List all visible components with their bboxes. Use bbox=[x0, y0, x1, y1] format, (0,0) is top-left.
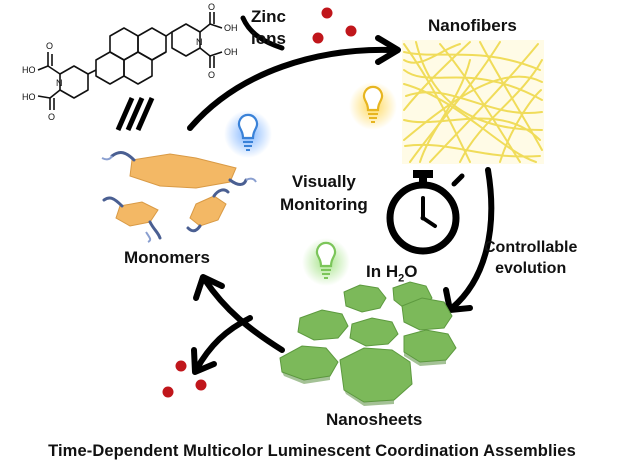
lightbulb-blue-icon bbox=[224, 110, 272, 158]
monomers-label: Monomers bbox=[124, 248, 210, 267]
atom-o-left-top: O bbox=[46, 41, 53, 51]
zinc-ions-released bbox=[162, 360, 207, 398]
visually-monitoring-label: Visually Monitoring bbox=[280, 170, 368, 216]
zinc-ions-top bbox=[312, 7, 357, 44]
monomer-large bbox=[101, 151, 257, 189]
zinc-label-line2: ions bbox=[251, 29, 286, 48]
arrow-zinc-sweep bbox=[240, 15, 285, 51]
in-water-label: In H2O bbox=[366, 262, 417, 284]
atom-oh-left-top: HO bbox=[22, 65, 36, 75]
stopwatch-icon bbox=[386, 170, 465, 255]
triple-bar-equilibrium-icon bbox=[115, 96, 155, 132]
nanosheets-label: Nanosheets bbox=[326, 410, 423, 429]
zinc-ions-label: Zinc ions bbox=[251, 6, 286, 50]
controllable-evolution-label: Controllable evolution bbox=[484, 237, 577, 279]
nanosheets-shadow bbox=[282, 352, 446, 406]
atom-oh-right-bottom: OH bbox=[224, 47, 238, 57]
atom-o-right-bottom: O bbox=[208, 70, 215, 80]
controllable-line2: evolution bbox=[495, 260, 567, 277]
nanosheets bbox=[279, 281, 457, 403]
atom-n-right: N bbox=[196, 37, 203, 47]
atom-o-left-bottom: O bbox=[48, 112, 55, 122]
ligand-atom-labels: HO O N HO O O OH N O OH bbox=[22, 2, 238, 122]
arrow-monomers-to-nanofibers bbox=[187, 46, 395, 131]
in-water-subscript: 2 bbox=[398, 272, 405, 285]
arrow-release-zinc bbox=[193, 315, 253, 373]
in-water-suffix: O bbox=[404, 262, 418, 281]
lightbulb-green-icon bbox=[302, 238, 350, 286]
atom-oh-left-bottom: HO bbox=[22, 92, 36, 102]
in-water-prefix: In H bbox=[366, 262, 399, 281]
nanofibers-mesh bbox=[402, 40, 544, 164]
monomers-graphic bbox=[101, 151, 257, 243]
controllable-line1: Controllable bbox=[484, 239, 578, 256]
arrow-nanosheets-to-monomers bbox=[202, 277, 285, 353]
nanofibers-label: Nanofibers bbox=[428, 16, 517, 35]
ligand-structure bbox=[37, 12, 223, 110]
atom-oh-right-top: OH bbox=[224, 23, 238, 33]
monomer-small-right bbox=[186, 188, 230, 233]
monomer-small-left bbox=[102, 196, 162, 243]
visually-line1: Visually bbox=[291, 172, 356, 191]
arrow-nanofibers-to-nanosheets bbox=[449, 167, 495, 311]
atom-n-left: N bbox=[56, 78, 63, 88]
cycle-arrows bbox=[187, 15, 495, 375]
visually-line2: Monitoring bbox=[280, 195, 368, 214]
atom-o-right-top: O bbox=[208, 2, 215, 12]
lightbulb-yellow-icon bbox=[349, 82, 397, 130]
figure-caption: Time-Dependent Multicolor Luminescent Co… bbox=[48, 442, 576, 460]
zinc-label-line1: Zinc bbox=[251, 7, 286, 26]
